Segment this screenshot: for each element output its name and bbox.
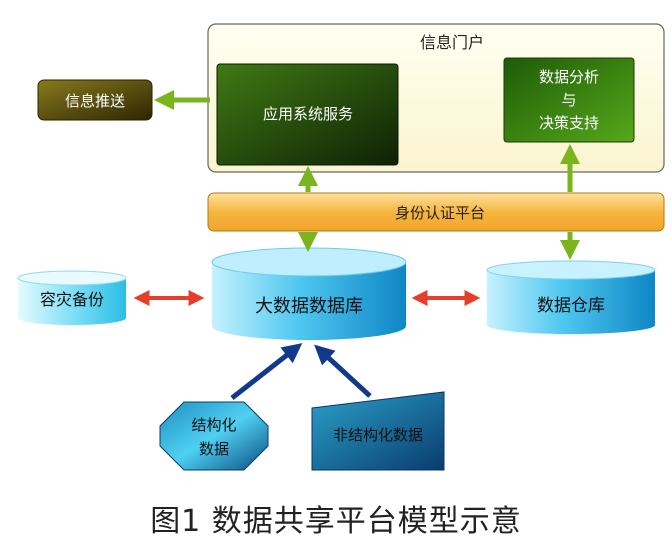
analysis-box: 数据分析 与 决策支持 — [503, 57, 635, 143]
backup-cylinder: 容灾备份 — [17, 270, 127, 325]
arrow-unstructured-to-bigdata — [314, 344, 372, 398]
structured-data-octagon: 结构化 数据 — [159, 401, 269, 471]
info-push-box: 信息推送 — [37, 79, 153, 121]
auth-platform-box: 身份认证平台 — [207, 192, 665, 232]
warehouse-cylinder: 数据仓库 — [486, 260, 656, 334]
structured-label-2: 数据 — [199, 440, 229, 458]
structured-label-1: 结构化 — [191, 416, 236, 434]
analysis-label-2: 与 — [561, 91, 576, 109]
unstructured-label: 非结构化数据 — [333, 426, 423, 444]
app-service-box: 应用系统服务 — [216, 63, 399, 166]
analysis-label-1: 数据分析 — [539, 68, 599, 86]
info-push-label: 信息推送 — [65, 92, 125, 110]
analysis-label-3: 决策支持 — [539, 114, 599, 132]
bigdata-label: 大数据数据库 — [255, 296, 363, 317]
unstructured-data-shape: 非结构化数据 — [311, 391, 445, 471]
warehouse-label: 数据仓库 — [537, 296, 605, 316]
portal-title: 信息门户 — [420, 33, 484, 52]
figure-caption: 图1 数据共享平台模型示意 — [150, 504, 522, 539]
auth-platform-label: 身份认证平台 — [395, 204, 485, 222]
bigdata-cylinder: 大数据数据库 — [211, 247, 407, 340]
backup-label: 容灾备份 — [40, 290, 104, 309]
app-service-label: 应用系统服务 — [263, 105, 353, 123]
arrow-structured-to-bigdata — [230, 343, 303, 400]
